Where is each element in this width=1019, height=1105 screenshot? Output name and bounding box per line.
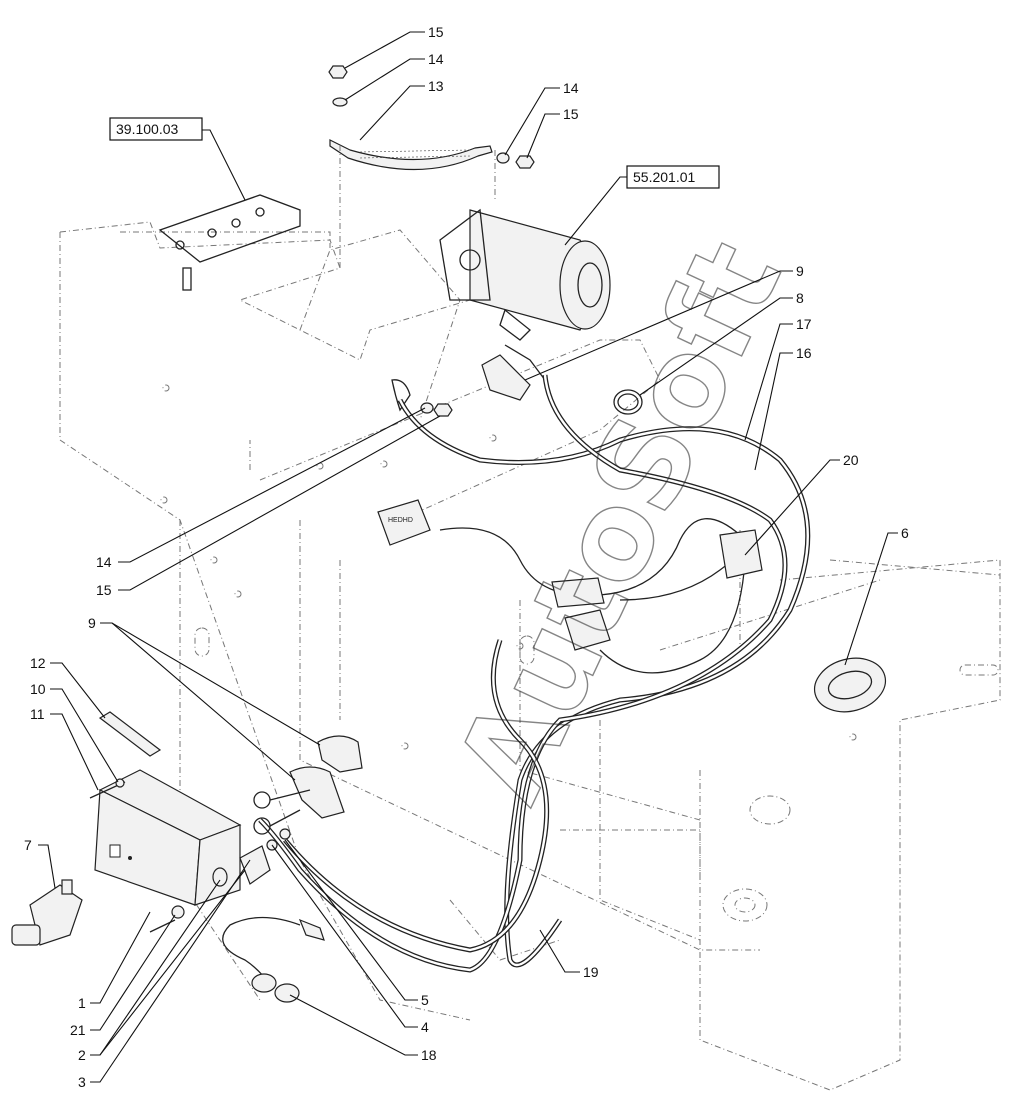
callout-5[interactable]: 5	[421, 992, 429, 1008]
callout-9-left[interactable]: 9	[88, 615, 96, 631]
callout-numbers: 15 14 13 14 15 9 8 17 16 20 6 14 15 9 12…	[24, 24, 909, 1090]
reference-battery-text: 39.100.03	[116, 121, 178, 137]
wiring-connectors: HEDHD	[377, 499, 763, 674]
callout-14-right[interactable]: 14	[563, 80, 579, 96]
chassis-frame-ghost	[59, 221, 1001, 1091]
callout-15-left[interactable]: 15	[96, 582, 112, 598]
terminal-cover-lower	[253, 735, 363, 835]
battery-hold-down-strap	[328, 65, 535, 270]
callout-14-left[interactable]: 14	[96, 554, 112, 570]
callout-18[interactable]: 18	[421, 1047, 437, 1063]
callout-7[interactable]: 7	[24, 837, 32, 853]
battery-disconnect-switch	[11, 879, 83, 946]
callout-10[interactable]: 10	[30, 681, 46, 697]
reference-starter-text: 55.201.01	[633, 169, 695, 185]
battery-cables	[258, 374, 811, 973]
callout-3[interactable]: 3	[78, 1074, 86, 1090]
callout-1[interactable]: 1	[78, 995, 86, 1011]
callout-15-right[interactable]: 15	[563, 106, 579, 122]
callout-15-top[interactable]: 15	[428, 24, 444, 40]
callout-leaders	[38, 31, 898, 1083]
battery-assembly	[158, 194, 301, 291]
callout-16[interactable]: 16	[796, 345, 812, 361]
callout-13[interactable]: 13	[428, 78, 444, 94]
callout-11[interactable]: 11	[30, 706, 45, 722]
cable-clip	[613, 389, 643, 415]
reference-box-battery[interactable]: 39.100.03	[109, 117, 203, 141]
reference-box-starter[interactable]: 55.201.01	[626, 165, 720, 189]
callout-2[interactable]: 2	[78, 1047, 86, 1063]
cable-clamp-fastener	[391, 379, 453, 417]
svg-text:HEDHD: HEDHD	[388, 517, 413, 524]
callout-8[interactable]: 8	[796, 290, 804, 306]
callout-6[interactable]: 6	[901, 525, 909, 541]
callout-20[interactable]: 20	[843, 452, 859, 468]
grommet	[813, 657, 887, 713]
callout-19[interactable]: 19	[583, 964, 599, 980]
callout-21[interactable]: 21	[70, 1022, 86, 1038]
callout-4[interactable]: 4	[421, 1019, 429, 1035]
callout-14-top[interactable]: 14	[428, 51, 444, 67]
starter-motor	[439, 208, 611, 341]
callout-17[interactable]: 17	[796, 316, 812, 332]
battery-switch-bracket	[89, 711, 291, 933]
watermark-text: AutoSoft	[431, 222, 809, 821]
switch-harness	[222, 916, 325, 1003]
callout-12[interactable]: 12	[30, 655, 46, 671]
terminal-cover-top	[481, 344, 546, 401]
callout-9-top[interactable]: 9	[796, 263, 804, 279]
